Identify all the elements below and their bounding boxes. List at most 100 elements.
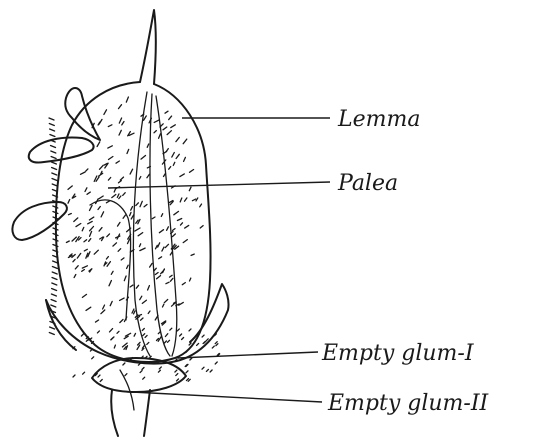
hair-stroke [98, 375, 100, 377]
hair-stroke [68, 186, 72, 190]
hair-stroke [176, 137, 179, 141]
hair-stroke [174, 211, 179, 214]
hair-stroke [76, 224, 81, 227]
hair-stroke [167, 227, 169, 231]
hair-stroke [212, 346, 214, 348]
hair-stroke [85, 188, 87, 192]
hair-stroke [81, 334, 83, 336]
hair-stroke [114, 345, 115, 348]
hair-stroke [169, 116, 172, 120]
hair-stroke [100, 165, 104, 169]
label-empty-glume-2: Empty glum-II [327, 391, 490, 416]
hair-stroke [90, 231, 92, 236]
hair-stroke [53, 217, 58, 219]
hair-stroke [94, 250, 98, 254]
hair-stroke [171, 278, 173, 281]
hair-stroke [86, 307, 91, 310]
hair-stroke [165, 111, 168, 113]
vein-3 [156, 96, 177, 356]
hair-stroke [50, 140, 55, 142]
hair-stroke [162, 247, 164, 251]
hair-stroke [110, 301, 112, 305]
hair-stroke [158, 370, 160, 372]
hair-stroke [120, 177, 123, 180]
hair-stroke [177, 329, 179, 331]
hair-stroke [189, 329, 191, 331]
hair-stroke [107, 262, 110, 267]
hair-stroke [159, 367, 161, 369]
hair-stroke [134, 311, 135, 314]
hair-stroke [52, 272, 57, 274]
hair-stroke [52, 173, 57, 175]
hair-stroke [182, 283, 185, 285]
hair-stroke [139, 244, 140, 247]
hair-stroke [154, 268, 156, 271]
hair-stroke [177, 379, 179, 381]
hair-stroke [96, 320, 99, 322]
hair-stroke [52, 278, 57, 280]
hair-stroke [181, 223, 183, 225]
hair-stroke [84, 240, 87, 242]
anther-1 [65, 88, 100, 140]
hair-stroke [166, 282, 169, 284]
hair-stroke [117, 331, 119, 333]
hair-stroke [109, 281, 111, 286]
pedicel [111, 390, 150, 436]
hair-stroke [185, 198, 187, 201]
hair-stroke [52, 184, 57, 186]
hair-stroke [170, 328, 172, 330]
hair-stroke [101, 310, 105, 314]
hair-stroke [202, 335, 204, 337]
hair-stroke [123, 215, 125, 218]
hair-stroke [182, 338, 184, 340]
hair-stroke [84, 249, 87, 251]
hair-stroke [154, 131, 156, 133]
hair-stroke [188, 379, 190, 381]
label-palea: Palea [337, 171, 398, 196]
hair-stroke [130, 212, 131, 215]
hair-stroke [152, 217, 155, 219]
hair-stroke [73, 259, 75, 261]
hair-stroke [50, 129, 55, 131]
hair-stroke [164, 300, 167, 303]
hair-stroke [127, 149, 129, 153]
hair-stroke [50, 135, 55, 137]
hair-stroke [100, 380, 102, 382]
hair-stroke [147, 174, 150, 177]
hair-stroke [150, 263, 153, 267]
hair-stroke [98, 122, 100, 125]
hair-stroke [159, 257, 162, 259]
hair-stroke [53, 212, 58, 214]
hair-stroke [74, 218, 78, 222]
hair-stroke [81, 172, 86, 174]
hair-stroke [52, 283, 57, 285]
hair-stroke [51, 146, 56, 148]
hair-stroke [180, 334, 182, 336]
hair-stroke [122, 122, 124, 125]
hair-stroke [200, 226, 203, 228]
hair-stroke [141, 156, 146, 160]
hair-stroke [143, 334, 145, 336]
hair-stroke [183, 139, 187, 144]
hair-stroke [180, 174, 184, 177]
hair-stroke [101, 212, 104, 217]
rachilla-stroke [120, 370, 134, 410]
awn [140, 10, 156, 84]
hair-stroke [53, 239, 58, 241]
hair-stroke [177, 219, 181, 221]
hair-stroke [111, 338, 113, 340]
hair-stroke [98, 207, 100, 210]
hair-stroke [86, 169, 88, 171]
hair-stroke [185, 225, 189, 228]
vein-2 [150, 94, 170, 356]
hair-stroke [139, 177, 141, 180]
hair-stroke [106, 257, 108, 259]
anther-2 [29, 138, 94, 163]
hair-stroke [108, 125, 112, 127]
hair-stroke [104, 110, 107, 115]
hair-stroke [139, 315, 142, 316]
hair-stroke [164, 341, 166, 343]
hair-stroke [109, 157, 113, 160]
hair-stroke [53, 228, 58, 230]
hair-stroke [187, 379, 189, 381]
